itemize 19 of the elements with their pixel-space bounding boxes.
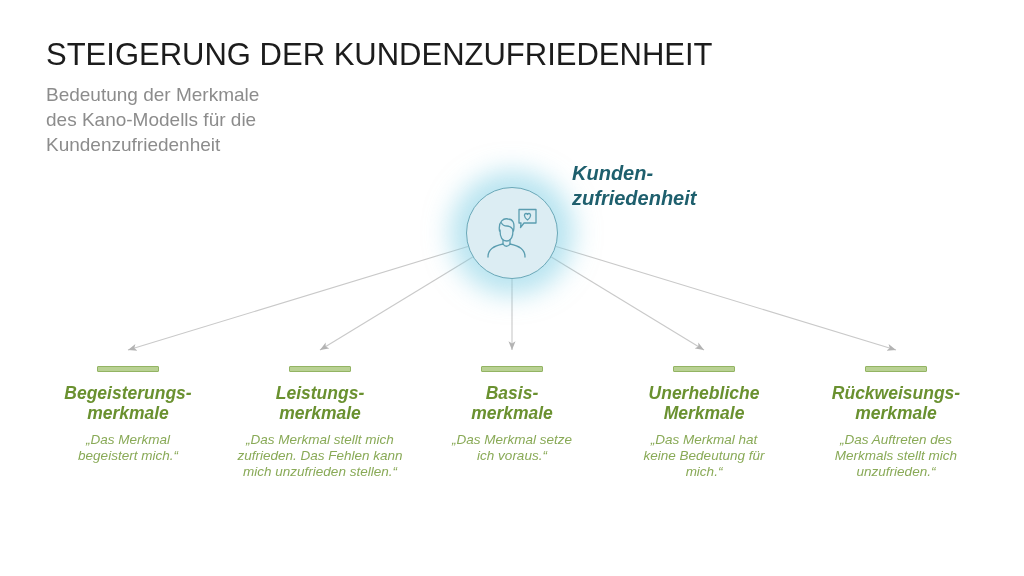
circle-node: [466, 187, 558, 279]
slide-title: STEIGERUNG DER KUNDENZUFRIEDENHEIT: [46, 37, 713, 73]
node-caption: Kunden- zufriedenheit: [572, 161, 698, 211]
quote-text: „Das Auftreten des Merkmals stellt mich unzufrieden.“: [833, 432, 959, 480]
arrow: [508, 278, 516, 351]
arrow: [555, 245, 897, 351]
quote-text: „Das Merkmal stellt mich zufrieden. Das Fehlen kann mich unzufrieden stellen.“: [236, 432, 404, 480]
category-heading: Rückweisungs- merkmale: [830, 383, 962, 423]
category-heading: Begeisterungs- merkmale: [63, 383, 193, 423]
quote-text: „Das Merkmal setze ich voraus.“: [451, 432, 573, 464]
category-heading: Leistungs- merkmale: [274, 383, 366, 423]
quote-text: „Das Merkmal begeistert mich.“: [77, 432, 180, 464]
arrow: [127, 245, 469, 351]
category-heading: Basis- merkmale: [470, 383, 554, 423]
arrow: [550, 256, 705, 351]
category-heading: Unerhebliche Merkmale: [647, 383, 761, 423]
arrow: [319, 256, 474, 351]
quote-text: „Das Merkmal hat keine Bedeutung für mich.“: [642, 432, 766, 480]
subtitle-text: Bedeutung der Merkmale des Kano-Modells für die Kundenzufriedenheit: [46, 83, 261, 157]
